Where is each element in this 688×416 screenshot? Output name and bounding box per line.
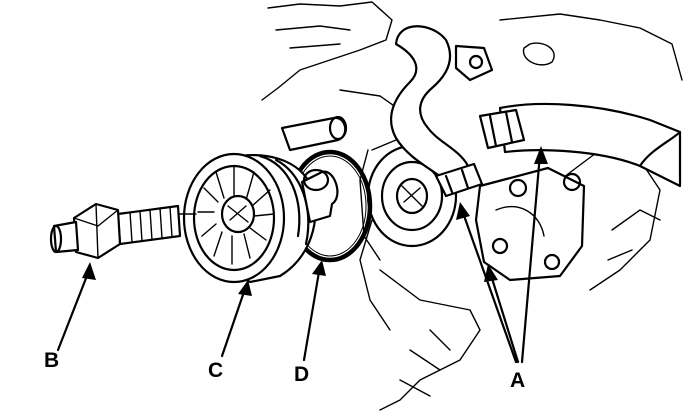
callout-label-a: A (510, 369, 526, 392)
hose-clamp-upper (454, 44, 494, 82)
callout-label-b: B (44, 349, 60, 372)
mounting-bracket (474, 166, 586, 282)
callout-label-c: C (208, 359, 224, 382)
leader-a (456, 146, 548, 364)
center-bolt (49, 202, 182, 260)
leader-d (302, 260, 326, 362)
leader-b (56, 262, 96, 352)
coolant-hose-curved (390, 25, 472, 184)
hose-clamp-lower (434, 162, 484, 198)
hose-clamp-right (478, 108, 526, 150)
leader-c (220, 280, 252, 358)
oil-cooler (182, 152, 339, 284)
cooler-pipe-upper (280, 115, 348, 152)
callout-label-d: D (294, 363, 310, 386)
